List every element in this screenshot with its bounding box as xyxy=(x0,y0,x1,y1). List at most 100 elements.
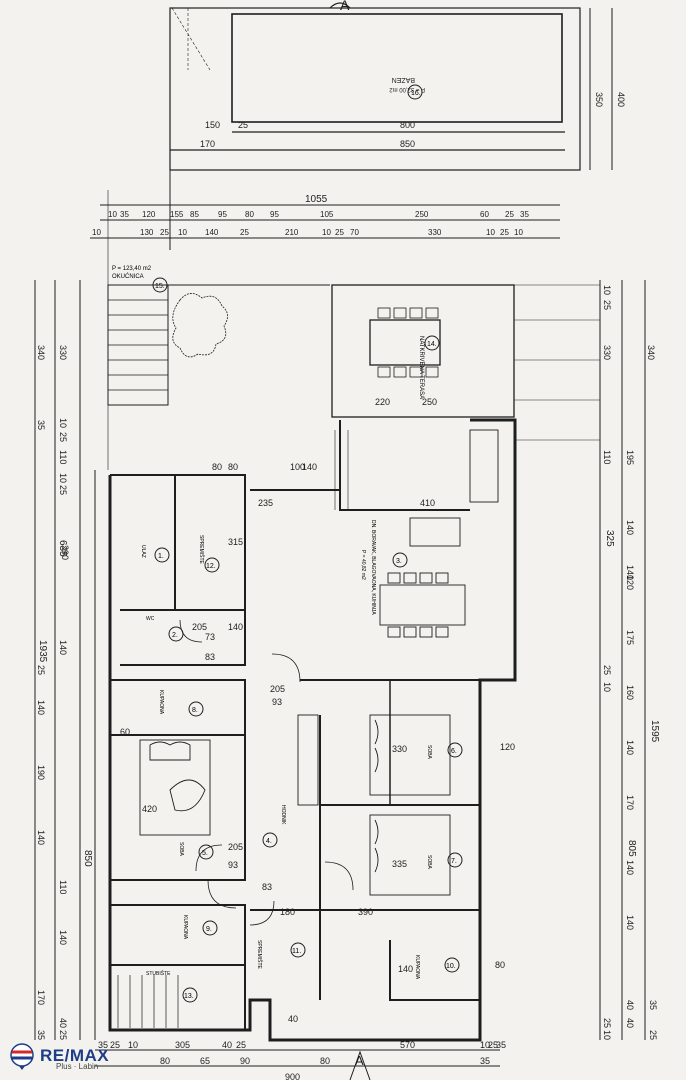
top-row-1-label: 60 xyxy=(480,210,489,219)
top-row-1-label: 95 xyxy=(218,210,227,219)
inner-dims-label: 83 xyxy=(262,882,272,892)
room-14-name: NATKRIVENA TERASA xyxy=(418,336,424,399)
inner-dims-label: 140 xyxy=(228,622,243,632)
room-15-circle xyxy=(152,277,168,293)
room-12-num: 12. xyxy=(206,563,216,570)
inner-dims-label: 250 xyxy=(422,397,437,407)
terrace-pergola xyxy=(514,284,600,441)
inner-dims-label: 220 xyxy=(375,397,390,407)
bottom-row-1-label: 10 xyxy=(480,1040,490,1050)
inner-dims-label: 205 xyxy=(270,684,285,694)
inner-dims-label: 335 xyxy=(392,859,407,869)
room-8-circle xyxy=(188,701,204,717)
entry-wall xyxy=(110,474,246,610)
room-16-area: P = 32,00 m2 xyxy=(389,86,425,92)
terrace-outline xyxy=(331,284,515,418)
top-row-2-label: 25 xyxy=(335,228,344,237)
right-col-label: 195 xyxy=(625,450,635,465)
wardrobe xyxy=(297,714,319,806)
kitchen-counter xyxy=(469,429,499,503)
room7-wall-bottom xyxy=(320,909,481,1000)
inner-dims-label: 73 xyxy=(205,632,215,642)
bottom-row-1-label: 35 xyxy=(496,1040,506,1050)
left-sub-dim: 635 xyxy=(57,540,68,557)
room-4-circle xyxy=(262,832,278,848)
sofa xyxy=(409,517,461,547)
top-total-dim: 1055 xyxy=(305,194,328,205)
right-col-label: 25 xyxy=(602,1018,612,1028)
left-col-1-label: 140 xyxy=(36,700,46,715)
inner-dims-label: 180 xyxy=(280,907,295,917)
inner-dims-label: 80 xyxy=(495,960,505,970)
room-12-name: SPREMIŠTE xyxy=(198,535,205,565)
room-4-num: 4. xyxy=(266,838,272,845)
inner-dims-label: 410 xyxy=(420,498,435,508)
top-row-1-label: 250 xyxy=(415,210,429,219)
terrace-table xyxy=(369,319,441,366)
bottom-row-2-label: 80 xyxy=(160,1056,170,1066)
room-8-num: 8. xyxy=(192,707,198,714)
room-6-name: SOBA xyxy=(426,745,432,760)
bottom-row-1-label: 40 xyxy=(222,1040,232,1050)
inner-dims-label: 140 xyxy=(302,462,317,472)
right-col-label: 25 xyxy=(602,665,612,675)
pool-b-dim: 150 xyxy=(205,120,220,130)
garden-area xyxy=(107,190,330,470)
inner-dims-label: 80 xyxy=(212,462,222,472)
right-col-label: 40 xyxy=(625,1000,635,1010)
room5-wall xyxy=(110,735,246,881)
room-7-num: 7. xyxy=(451,858,457,865)
house-walls xyxy=(108,418,517,1042)
room-1-num: 1. xyxy=(158,553,164,560)
inner-dims-label: 120 xyxy=(500,742,515,752)
section-mark-bottom-arrow xyxy=(349,1050,371,1080)
right-col-label: 110 xyxy=(602,450,612,464)
top-row-2-label: 10 xyxy=(178,228,187,237)
door-swing-5 xyxy=(249,900,275,926)
top-row-1-label: 95 xyxy=(270,210,279,219)
bedroom-furniture xyxy=(139,714,451,896)
left-col-1-label: 170 xyxy=(36,990,46,1005)
room-5-name: SOBA xyxy=(178,842,184,857)
room-2-name: WC xyxy=(146,616,155,622)
top-row-1-label: 35 xyxy=(120,210,129,219)
inner-dims-label: 100 xyxy=(290,462,305,472)
pillows-room-6 xyxy=(374,719,379,773)
left-col-2-label: 330 xyxy=(58,345,68,360)
left-col-1-label: 340 xyxy=(36,345,46,360)
room-12-circle xyxy=(204,557,220,573)
top-row-1-label: 25 xyxy=(505,210,514,219)
logo-wordmark: RE/MAX xyxy=(40,1046,110,1065)
left-total-dim: 1935 xyxy=(37,640,48,663)
bottom-row-1-label: 35 xyxy=(98,1040,108,1050)
right-col-label: 170 xyxy=(625,795,635,810)
top-row-1-label: 120 xyxy=(142,210,156,219)
room-15-area: P = 123,40 m2 xyxy=(112,266,152,272)
living-furniture xyxy=(334,429,499,638)
room-3-num: 3. xyxy=(396,558,402,565)
pool-w-dim: 350 xyxy=(594,92,604,107)
bottom-row-1-label: 25 xyxy=(110,1040,120,1050)
right-col-label: 160 xyxy=(625,685,635,700)
room-11-num: 11. xyxy=(292,948,301,955)
garden-steps xyxy=(108,299,168,391)
pillows-room-5 xyxy=(149,741,191,761)
inner-dims-label: 235 xyxy=(258,498,273,508)
top-row-1-label: 155 xyxy=(170,210,184,219)
room-13-num: 13. xyxy=(184,993,194,1000)
bottom-row-1-label: 570 xyxy=(400,1040,415,1050)
room-6-num: 6. xyxy=(451,748,457,755)
inner-dims-label: 205 xyxy=(228,842,243,852)
pool-stairs xyxy=(171,7,211,71)
right-col-label: 140 xyxy=(625,915,635,930)
top-row-2-label: 70 xyxy=(350,228,359,237)
top-row-1-label: 10 xyxy=(108,210,117,219)
room-4-name: HODNIK xyxy=(280,805,286,825)
room-9-circle xyxy=(202,920,218,936)
left-sub2-dim: 850 xyxy=(82,850,93,867)
pool-deck xyxy=(169,7,581,171)
dining-table xyxy=(379,584,466,626)
right-col-label: 35 xyxy=(648,1000,658,1010)
